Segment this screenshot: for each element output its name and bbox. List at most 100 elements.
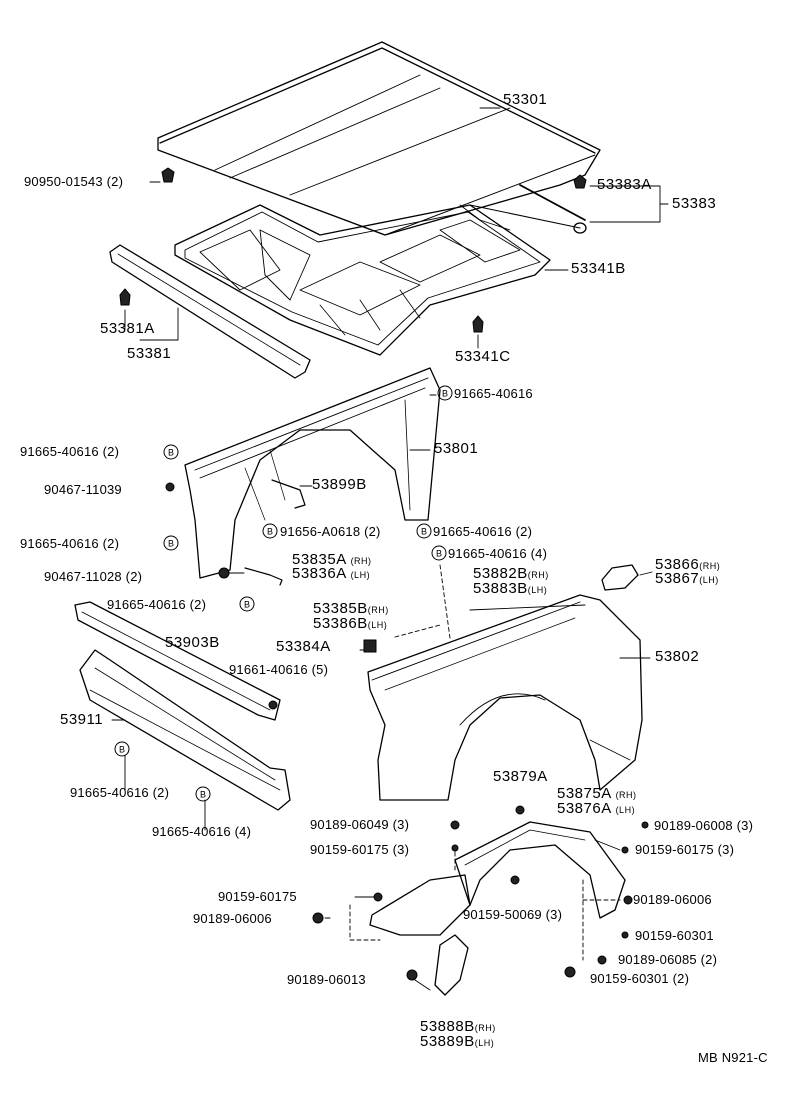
label-91656-A0618: 91656-A0618 (2) <box>280 524 381 539</box>
label-53341C: 53341C <box>455 348 511 365</box>
clip-fasteners <box>119 167 587 333</box>
lh-suffix: (LH) <box>367 620 388 630</box>
hood-seal-strip <box>109 244 311 379</box>
rh-suffix: (RH) <box>367 605 389 615</box>
mud-guard <box>369 874 471 996</box>
label-53381A: 53381A <box>100 320 155 337</box>
b-marker-letter: B <box>168 539 174 549</box>
label-53883B-number: 53883B <box>473 580 528 597</box>
label-90159-60175-b: 90159-60175 (3) <box>635 842 735 857</box>
fender-clip-bracket <box>601 564 639 591</box>
rh-suffix: (RH) <box>527 570 549 580</box>
label-90159-60175-a: 90159-60175 (3) <box>310 842 410 857</box>
lh-suffix: (LH) <box>699 575 719 585</box>
b-marker-letter: B <box>200 790 206 800</box>
label-90189-06006-a: 90189-06006 <box>633 892 712 907</box>
label-53889B-number: 53889B <box>420 1033 475 1050</box>
b-marker-letter: B <box>119 745 125 755</box>
label-53301: 53301 <box>503 91 548 108</box>
rh-suffix: (RH) <box>615 790 637 800</box>
label-90467-11028: 90467-11028 (2) <box>44 569 143 584</box>
label-90159-60175-c: 90159-60175 <box>218 889 297 904</box>
label-91665-40616-b: 91665-40616 (2) <box>20 444 120 459</box>
label-53899B: 53899B <box>312 476 367 493</box>
rh-suffix: (RH) <box>350 556 372 566</box>
lower-support-member <box>79 649 291 811</box>
label-53879A: 53879A <box>493 768 548 785</box>
diagram-code: MB N921-C <box>698 1050 768 1065</box>
label-53381: 53381 <box>127 345 172 362</box>
label-91665-40616-c: 91665-40616 (2) <box>433 524 533 539</box>
b-marker-circles <box>114 385 453 802</box>
label-53882B-number: 53882B <box>473 565 528 582</box>
label-53341B: 53341B <box>571 260 626 277</box>
label-53866-number: 53866 <box>655 556 700 573</box>
label-91665-40616-d: 91665-40616 (2) <box>20 536 120 551</box>
label-90189-06049: 90189-06049 (3) <box>310 817 410 832</box>
label-53882B: 53882B(RH) <box>473 565 549 582</box>
label-53883B: 53883B(LH) <box>473 580 548 597</box>
label-91665-40616-f: 91665-40616 (2) <box>107 597 207 612</box>
rh-suffix: (RH) <box>474 1023 496 1033</box>
label-53384A: 53384A <box>276 638 331 655</box>
b-marker-letter: B <box>168 448 174 458</box>
label-53801: 53801 <box>434 440 479 457</box>
label-53383A: 53383A <box>597 176 652 193</box>
label-53836A-number: 53836A <box>292 565 346 582</box>
leader-lines <box>111 107 669 991</box>
b-marker-letter: B <box>244 600 250 610</box>
label-53385B: 53385B(RH) <box>313 600 389 617</box>
label-90189-06006-b: 90189-06006 <box>193 911 272 926</box>
b-marker-letter: B <box>267 527 273 537</box>
label-53903B: 53903B <box>165 634 220 651</box>
label-91665-40616-a: 91665-40616 <box>454 386 533 401</box>
label-53835A: 53835A (RH) <box>292 551 372 568</box>
hood-support-rod <box>469 184 587 234</box>
label-90189-06085: 90189-06085 (2) <box>618 952 718 967</box>
hood-inner-frame <box>174 204 551 356</box>
label-53385B-number: 53385B <box>313 600 368 617</box>
label-53875A-number: 53875A <box>557 785 611 802</box>
label-90159-60301-b: 90159-60301 (2) <box>590 971 690 986</box>
label-90159-60301-a: 90159-60301 <box>635 928 714 943</box>
label-90189-06013: 90189-06013 <box>287 972 366 987</box>
label-91665-40616-e: 91665-40616 (4) <box>448 546 548 561</box>
label-53911: 53911 <box>60 711 104 728</box>
lh-suffix: (LH) <box>474 1038 495 1048</box>
rh-suffix: (RH) <box>699 561 721 571</box>
hood-panel <box>157 41 601 236</box>
label-53888B: 53888B(RH) <box>420 1018 496 1035</box>
label-90467-11039: 90467-11039 <box>44 482 122 497</box>
label-53386B-number: 53386B <box>313 615 368 632</box>
label-90189-06008: 90189-06008 (3) <box>654 818 754 833</box>
label-91661-40616: 91661-40616 (5) <box>229 662 329 677</box>
fender-bracket-upper <box>271 479 306 509</box>
label-53866: 53866(RH) <box>655 556 721 573</box>
front-fender-panel <box>367 594 643 801</box>
label-53835A-number: 53835A <box>292 551 346 568</box>
lh-suffix: (LH) <box>350 570 371 580</box>
label-53836A: 53836A (LH) <box>292 565 371 582</box>
lh-suffix: (LH) <box>527 585 548 595</box>
label-90159-50069: 90159-50069 (3) <box>463 907 563 922</box>
b-marker-letter: B <box>442 389 448 399</box>
dashed-leaders <box>394 564 621 961</box>
b-marker-letter: B <box>421 527 427 537</box>
radiator-support-rail <box>74 601 281 721</box>
label-53386B: 53386B(LH) <box>313 615 388 632</box>
b-marker-letter: B <box>436 549 442 559</box>
fender-liner <box>454 821 626 919</box>
fender-bracket-lower <box>244 567 283 586</box>
label-53867: 53867(LH) <box>655 571 719 587</box>
label-91665-40616-h: 91665-40616 (4) <box>152 824 252 839</box>
fender-apron <box>184 367 441 579</box>
fastener-hardware <box>165 482 649 981</box>
label-53875A: 53875A (RH) <box>557 785 637 802</box>
label-90950-01543: 90950-01543 (2) <box>24 174 124 189</box>
label-53876A-number: 53876A <box>557 800 611 817</box>
label-53383: 53383 <box>672 195 717 212</box>
label-53802: 53802 <box>655 648 700 665</box>
label-53888B-number: 53888B <box>420 1018 475 1035</box>
